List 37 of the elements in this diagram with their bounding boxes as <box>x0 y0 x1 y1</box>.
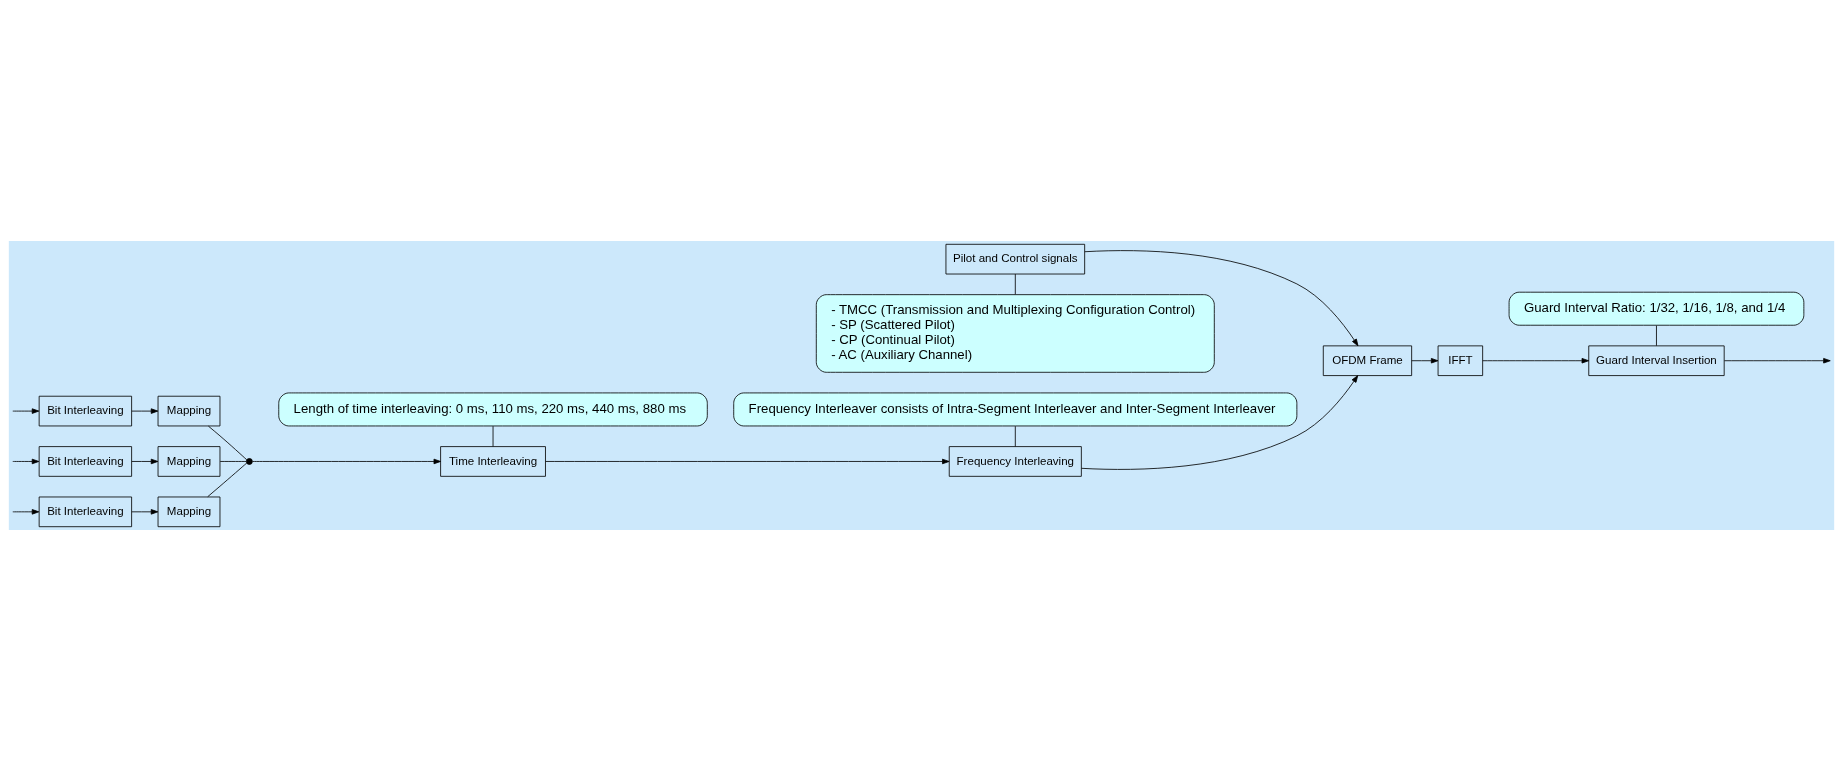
connector <box>207 462 248 498</box>
node-box: Pilot and Control signals <box>945 243 1086 275</box>
connector <box>1656 325 1657 347</box>
node-box: Length of time interleaving: 0 ms, 110 ms, 220 ms, 440 ms, 880 ms <box>278 392 708 427</box>
node-box: Frequency Interleaving <box>948 446 1082 477</box>
node-box: Bit Interleaving <box>38 446 133 477</box>
node-box: Time Interleaving <box>440 446 546 477</box>
arrow <box>1411 358 1439 364</box>
node-box: Bit Interleaving <box>38 496 133 528</box>
node-box: Mapping <box>157 496 221 528</box>
arrow <box>1724 358 1831 364</box>
connector <box>208 425 248 461</box>
connector <box>1014 425 1016 447</box>
arrow <box>131 408 159 414</box>
arrow <box>545 458 950 465</box>
node-box: Bit Interleaving <box>38 395 133 427</box>
node-box: Guard Interval Insertion <box>1588 345 1725 376</box>
node-box: OFDM Frame <box>1322 345 1413 376</box>
arrow <box>12 408 40 414</box>
node-circle <box>246 458 253 465</box>
arrow <box>1081 375 1359 470</box>
connector <box>1014 273 1016 295</box>
arrow <box>1084 250 1359 347</box>
arrow <box>131 458 159 465</box>
node-box: Mapping <box>157 446 221 477</box>
connector <box>219 461 247 462</box>
arrow <box>131 509 159 515</box>
node-box: - TMCC (Transmission and Multiplexing Configuration Control) - SP (Scattered Pilot) - CP (Continual Pilot) - AC (Auxiliary Channel) <box>815 294 1215 373</box>
arrow <box>1482 358 1590 364</box>
node-box: Mapping <box>157 395 221 427</box>
arrow <box>12 509 40 515</box>
node-box: Frequency Interleaver consists of Intra-Segment Interleaver and Inter-Segment Interleaver <box>733 392 1298 427</box>
node-box: Guard Interval Ratio: 1/32, 1/16, 1/8, and 1/4 <box>1508 291 1805 326</box>
node-box: IFFT <box>1437 345 1484 376</box>
arrow <box>12 458 40 465</box>
arrow <box>252 458 441 465</box>
connector <box>492 425 494 447</box>
